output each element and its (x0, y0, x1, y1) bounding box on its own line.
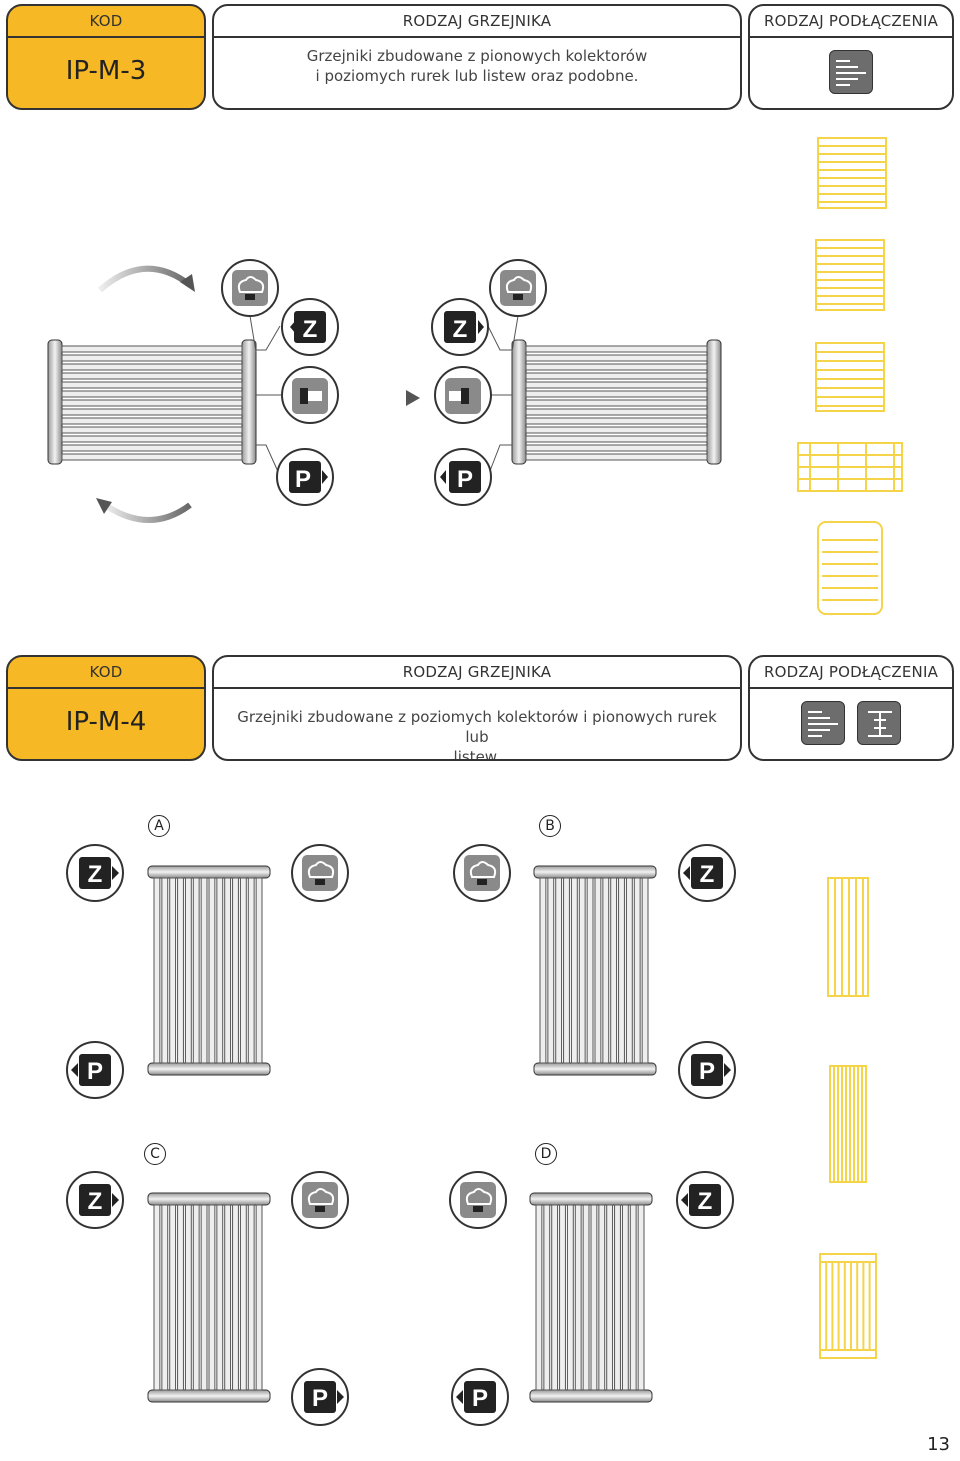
return-marker-left: P (276, 448, 334, 506)
svg-text:P: P (457, 466, 473, 493)
supply-marker-d: Z (676, 1171, 734, 1229)
radiator-left (47, 339, 257, 465)
radiator-right (511, 339, 722, 465)
kod-value: IP-M-3 (65, 56, 147, 86)
return-marker-a: P (66, 1041, 124, 1099)
desc-line-1: Grzejniki zbudowane z pionowych kolektor… (306, 47, 648, 65)
svg-text:Z: Z (453, 316, 468, 343)
rotate-arrow-top (98, 265, 192, 293)
vertical-tubes-icon (857, 701, 901, 745)
plug-circle-left (281, 366, 339, 424)
diagram-ipm3: Z P Z P (47, 137, 903, 615)
supply-marker-b: Z (678, 844, 736, 902)
connector-lines-right (480, 315, 519, 477)
page-number: 13 (927, 1434, 950, 1455)
valve-icon-d (449, 1171, 507, 1229)
desc-line-1: Grzejniki zbudowane z poziomych kolektor… (237, 708, 717, 746)
conn-box-2: RODZAJ PODŁĄCZENIA (748, 655, 954, 761)
supply-marker-c: Z (66, 1171, 124, 1229)
valve-icon-a (291, 844, 349, 902)
svg-text:Z: Z (88, 861, 103, 888)
type-description: Grzejniki zbudowane z pionowych kolektor… (214, 38, 740, 86)
variant-label-d: D (535, 1143, 557, 1165)
valve-circle-left (221, 259, 279, 317)
variant-label-b: B (539, 815, 561, 837)
supply-marker-left: Z (281, 298, 339, 356)
return-marker-c: P (291, 1368, 349, 1426)
variant-label-a: A (148, 815, 170, 837)
conn-box-1: RODZAJ PODŁĄCZENIA (748, 4, 954, 110)
return-marker-right: P (434, 448, 492, 506)
radiator-outlines-2 (819, 877, 877, 1359)
radiator-a (147, 865, 271, 1076)
return-marker-b: P (678, 1041, 736, 1099)
variant-label-c: C (144, 1143, 166, 1165)
svg-text:P: P (472, 1385, 488, 1412)
svg-text:Z: Z (88, 1188, 103, 1215)
type-box-2: RODZAJ GRZEJNIKA Grzejniki zbudowane z p… (212, 655, 742, 761)
supply-marker-a: Z (66, 844, 124, 902)
rotate-arrow-top-head (180, 274, 195, 292)
type-label: RODZAJ GRZEJNIKA (214, 6, 740, 38)
conn-label: RODZAJ PODŁĄCZENIA (750, 6, 952, 38)
horizontal-tubes-icon (801, 701, 845, 745)
rotate-arrow-bottom (103, 502, 192, 523)
svg-text:P: P (295, 466, 311, 493)
radiator-c (147, 1192, 271, 1403)
valve-icon-c (291, 1171, 349, 1229)
type-label: RODZAJ GRZEJNIKA (214, 657, 740, 689)
radiator-b (533, 865, 657, 1076)
kod-label: KOD (8, 657, 204, 689)
supply-marker-right: Z (431, 298, 489, 356)
kod-label: KOD (8, 6, 204, 38)
conn-label: RODZAJ PODŁĄCZENIA (750, 657, 952, 689)
desc-line-2: i poziomych rurek lub listew oraz podobn… (315, 67, 639, 85)
desc-line-2: listew. (453, 748, 501, 761)
svg-text:Z: Z (700, 861, 715, 888)
kod-box-2: KOD IP-M-4 (6, 655, 206, 761)
type-box-1: RODZAJ GRZEJNIKA Grzejniki zbudowane z p… (212, 4, 742, 110)
kod-box-1: KOD IP-M-3 (6, 4, 206, 110)
return-marker-d: P (451, 1368, 509, 1426)
svg-text:Z: Z (303, 316, 318, 343)
svg-text:P: P (87, 1058, 103, 1085)
valve-icon-b (453, 844, 511, 902)
radiator-outlines-1 (797, 137, 903, 615)
connector-lines-left (249, 315, 290, 477)
radiator-d (529, 1192, 653, 1403)
svg-text:Z: Z (698, 1188, 713, 1215)
valve-circle-right (489, 259, 547, 317)
type-description: Grzejniki zbudowane z poziomych kolektor… (214, 689, 740, 761)
rotate-arrow-bottom-head (96, 498, 112, 514)
kod-value: IP-M-4 (65, 707, 147, 737)
svg-text:P: P (699, 1058, 715, 1085)
svg-text:P: P (312, 1385, 328, 1412)
plug-circle-right (434, 366, 492, 424)
horizontal-tubes-icon (829, 50, 873, 94)
